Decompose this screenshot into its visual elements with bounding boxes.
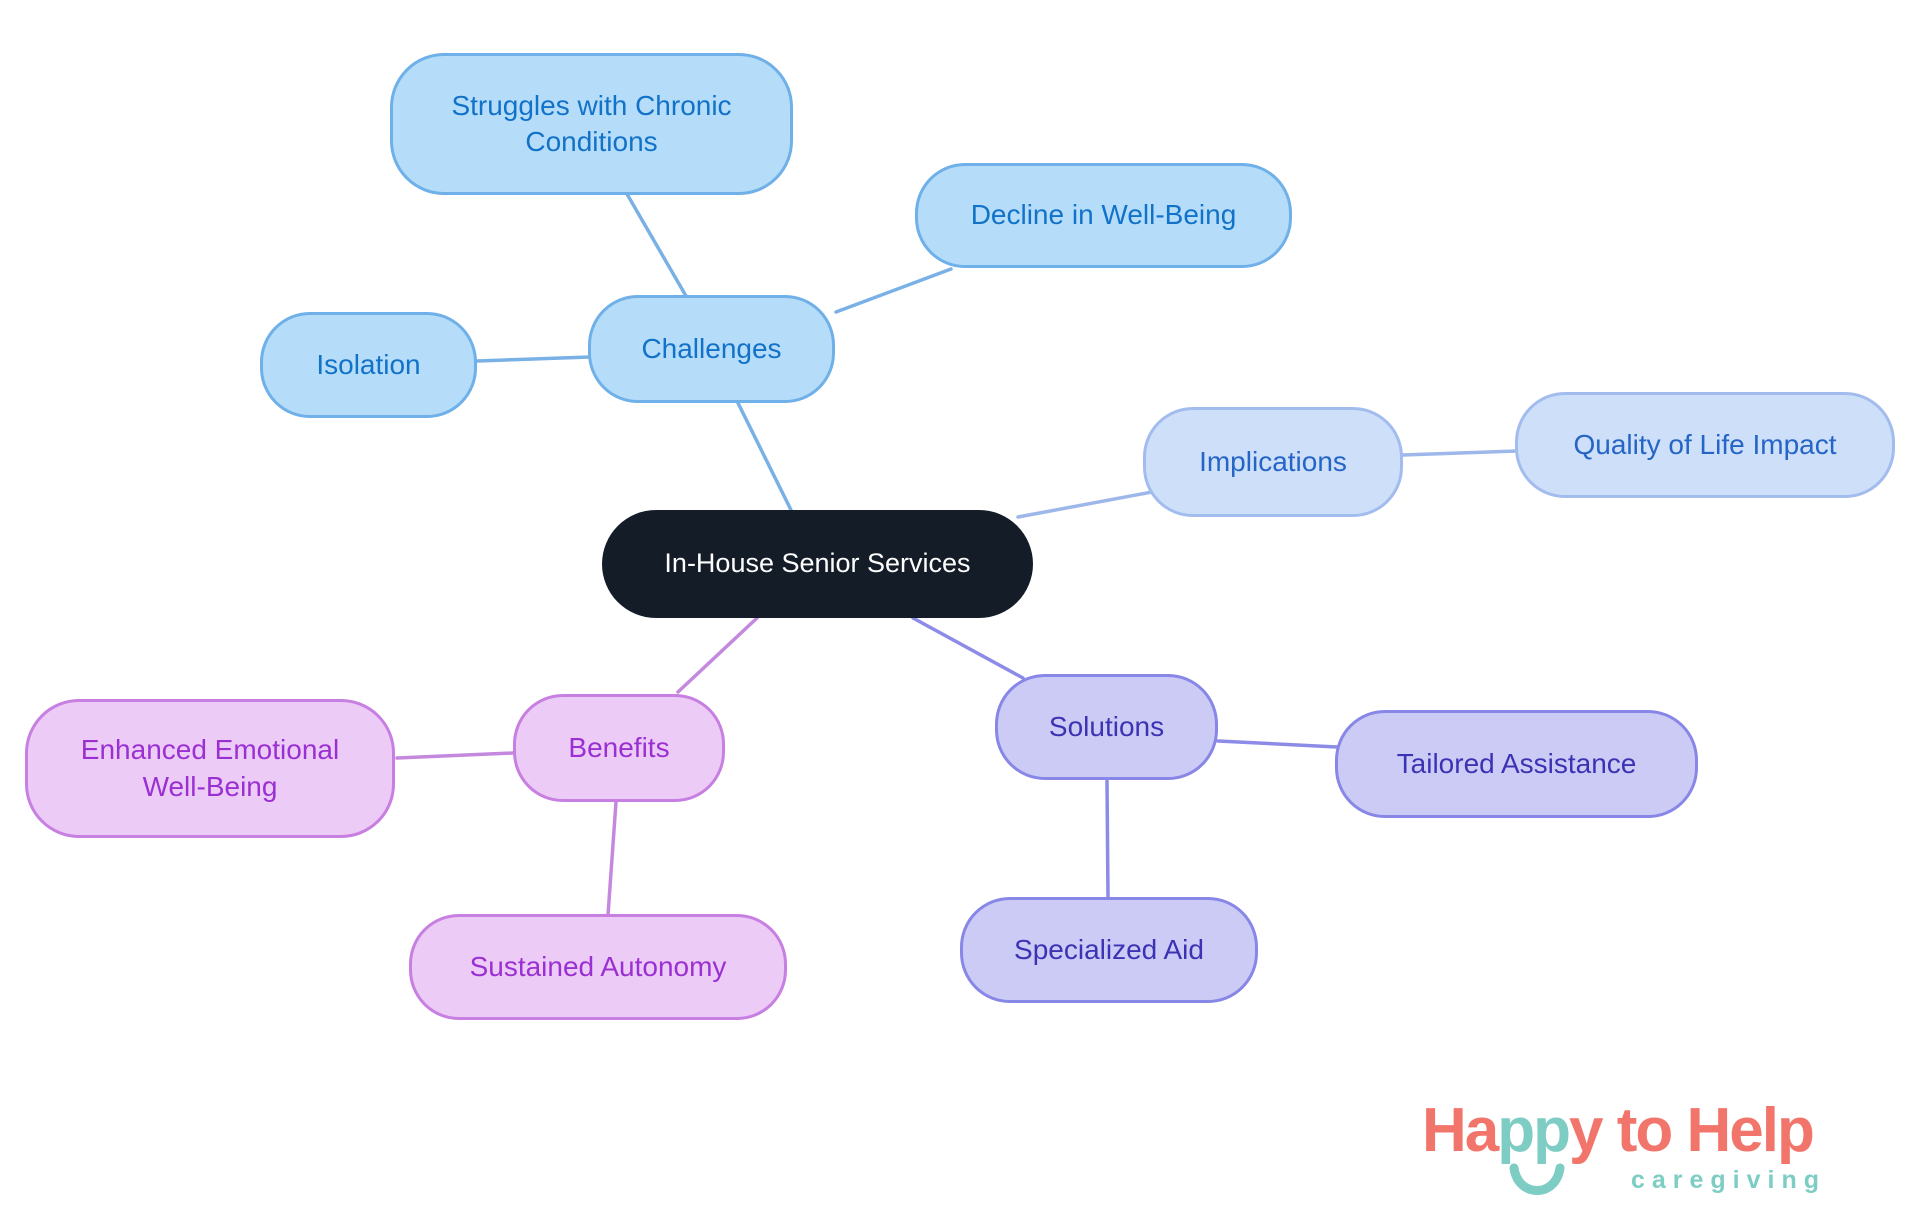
- edge-benefits-sustained: [606, 800, 618, 917]
- node-implications-label: Implications: [1199, 445, 1347, 477]
- node-implications[interactable]: Implications: [1143, 407, 1403, 517]
- node-quality-of-life-impact[interactable]: Quality of Life Impact: [1515, 392, 1895, 498]
- node-quality-label: Quality of Life Impact: [1573, 428, 1837, 460]
- edge-solutions-specialized: [1105, 779, 1110, 899]
- edge-central-implications: [1016, 490, 1154, 519]
- edge-central-solutions: [911, 616, 1025, 680]
- edge-isolation-challenges: [475, 355, 592, 363]
- edge-central-challenges: [736, 401, 793, 512]
- smile-icon: [1509, 1163, 1565, 1195]
- node-enhanced-emotional-well-being[interactable]: Enhanced Emotional Well-Being: [25, 699, 395, 838]
- edge-solutions-tailored: [1216, 739, 1339, 749]
- node-struggles-label: Struggles with Chronic Conditions: [451, 89, 732, 157]
- node-central[interactable]: In-House Senior Services: [602, 510, 1033, 618]
- node-sustained-label: Sustained Autonomy: [469, 950, 727, 982]
- brand-segment-pp: pp: [1497, 1096, 1571, 1165]
- edge-challenges-struggles: [625, 192, 688, 298]
- node-tailored-label: Tailored Assistance: [1396, 747, 1637, 779]
- brand-wordmark: Happy to Help: [1422, 1100, 1872, 1162]
- node-challenges-label: Challenges: [641, 332, 782, 364]
- node-enhanced-label: Enhanced Emotional Well-Being: [80, 734, 340, 802]
- node-challenges[interactable]: Challenges: [588, 295, 835, 403]
- node-sustained-autonomy[interactable]: Sustained Autonomy: [409, 914, 787, 1020]
- node-solutions[interactable]: Solutions: [995, 674, 1218, 780]
- edge-challenges-decline: [834, 267, 953, 314]
- node-central-label: In-House Senior Services: [664, 548, 971, 579]
- node-tailored-assistance[interactable]: Tailored Assistance: [1335, 710, 1698, 818]
- node-benefits-label: Benefits: [568, 731, 670, 763]
- brand-tagline: caregiving: [1630, 1166, 1826, 1194]
- node-decline-in-well-being[interactable]: Decline in Well-Being: [915, 163, 1292, 268]
- node-struggles-with-chronic-conditions[interactable]: Struggles with Chronic Conditions: [390, 53, 793, 195]
- edge-implications-quality: [1401, 449, 1519, 457]
- edge-benefits-enhanced: [395, 751, 515, 760]
- node-isolation-label: Isolation: [316, 348, 421, 380]
- node-benefits[interactable]: Benefits: [513, 694, 725, 802]
- edge-central-benefits: [676, 616, 759, 694]
- node-decline-label: Decline in Well-Being: [970, 199, 1237, 231]
- node-specialized-label: Specialized Aid: [1014, 933, 1204, 965]
- brand-logo: Happy to Help caregiving: [1422, 1100, 1872, 1195]
- node-isolation[interactable]: Isolation: [260, 312, 477, 418]
- node-solutions-label: Solutions: [1048, 710, 1165, 742]
- brand-segment-ha: Ha: [1422, 1096, 1499, 1165]
- node-specialized-aid[interactable]: Specialized Aid: [960, 897, 1258, 1003]
- brand-segment-rest: y to Help: [1569, 1096, 1815, 1165]
